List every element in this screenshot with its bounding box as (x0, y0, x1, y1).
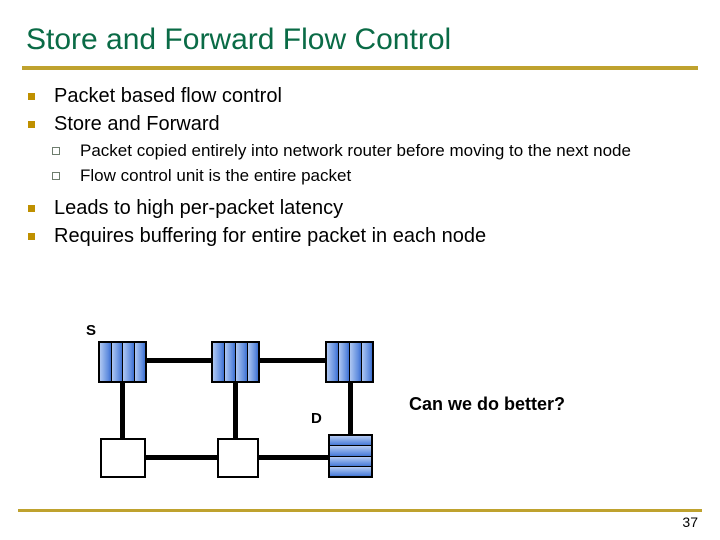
packet-slice (247, 343, 258, 381)
list-item-label: Leads to high per-packet latency (54, 197, 344, 219)
sub-list-item-label: Packet copied entirely into network rout… (80, 141, 631, 160)
packet-slice (213, 343, 225, 381)
link-top-left-to-bottom-left (120, 378, 125, 442)
bullet-hollow-square-icon (52, 172, 60, 180)
packet-slice (236, 343, 248, 381)
link-bottom-left-to-bottom-middle (144, 455, 222, 460)
bullet-square-icon (28, 121, 35, 128)
link-top-right-to-bottom-right (348, 378, 353, 438)
packet-slice (330, 436, 371, 447)
list-item: Requires buffering for entire packet in … (0, 222, 720, 250)
link-top-middle-to-top-right (256, 358, 328, 363)
list-item: Leads to high per-packet latency (0, 194, 720, 222)
link-bottom-middle-to-bottom-right (255, 455, 331, 460)
page-number: 37 (682, 514, 698, 530)
question-text: Can we do better? (409, 394, 566, 414)
router-node-top-middle (211, 341, 260, 383)
title-divider (22, 66, 698, 70)
source-node-label: S (86, 322, 97, 339)
destination-node-label: D (311, 410, 322, 427)
packet-slice (350, 343, 362, 381)
packet-slice (327, 343, 339, 381)
bullet-square-icon (28, 233, 35, 240)
packet-slice (100, 343, 112, 381)
packet-slice (134, 343, 145, 381)
link-top-left-to-top-middle (144, 358, 214, 363)
router-node-bottom-right (328, 434, 373, 478)
list-item-label: Store and Forward (54, 113, 220, 135)
bullet-square-icon (28, 205, 35, 212)
footer-divider (18, 509, 702, 512)
packet-slice (330, 446, 371, 457)
bullet-list: Packet based flow control Store and Forw… (0, 82, 720, 250)
sub-list-item-label: Flow control unit is the entire packet (80, 166, 352, 185)
list-item: Packet based flow control (0, 82, 720, 110)
router-node-top-left (98, 341, 147, 383)
sub-list-item: Packet copied entirely into network rout… (0, 138, 720, 163)
list-item-label: Requires buffering for entire packet in … (54, 225, 487, 247)
router-node-bottom-middle (217, 438, 259, 478)
router-node-bottom-left (100, 438, 146, 478)
bullet-square-icon (28, 93, 35, 100)
list-item: Store and Forward (0, 110, 720, 138)
router-node-top-right (325, 341, 374, 383)
packet-slice (361, 343, 372, 381)
bullet-hollow-square-icon (52, 147, 60, 155)
sub-list-item: Flow control unit is the entire packet (0, 163, 720, 188)
page-title: Store and Forward Flow Control (26, 23, 452, 56)
link-top-middle-to-bottom-middle (233, 378, 238, 442)
list-item-label: Packet based flow control (54, 85, 282, 107)
packet-slice (338, 343, 350, 381)
packet-slice (224, 343, 236, 381)
packet-slice (330, 456, 371, 467)
packet-slice (123, 343, 135, 381)
packet-slice (330, 466, 371, 476)
packet-slice (111, 343, 123, 381)
